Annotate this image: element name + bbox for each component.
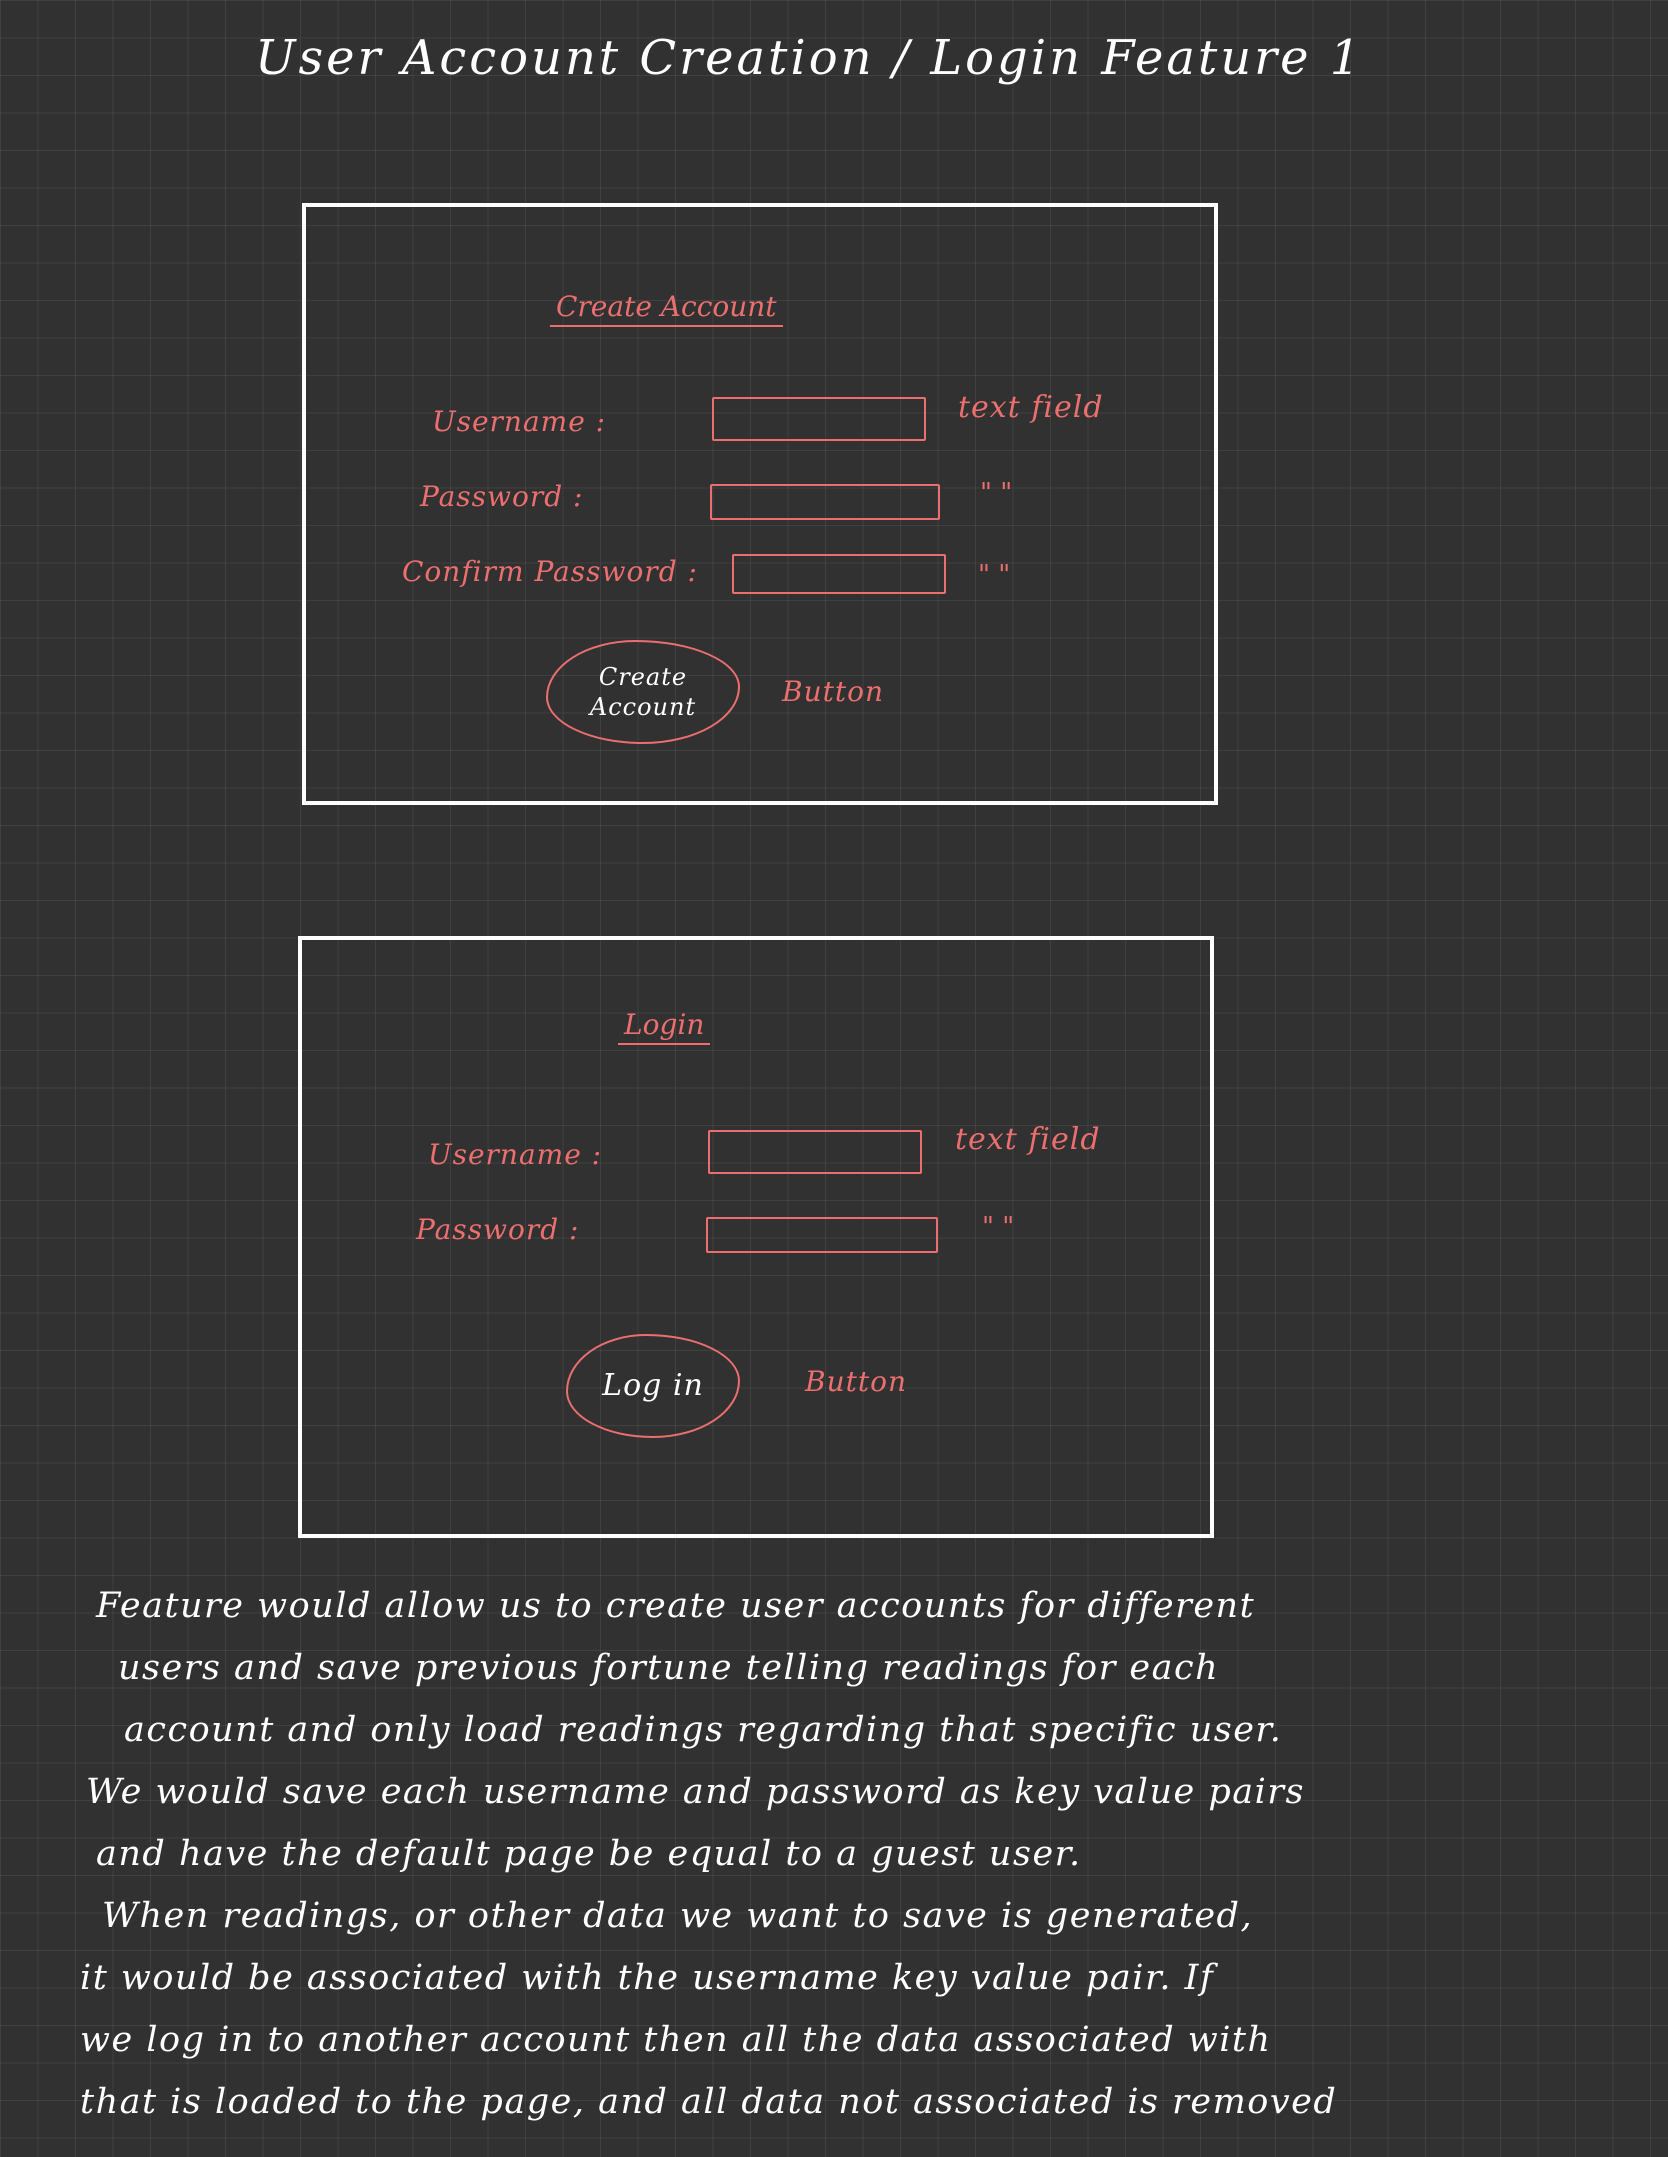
description-line: We would save each username and password… <box>86 1772 1305 1812</box>
create-password-field[interactable] <box>710 484 940 520</box>
login-password-note: " " <box>982 1212 1015 1242</box>
feature-description: Feature would allow us to create user ac… <box>80 1575 1600 2133</box>
description-line: and have the default page be equal to a … <box>96 1834 1082 1874</box>
confirm-password-label: Confirm Password : <box>402 555 698 588</box>
confirm-password-note: " " <box>978 560 1011 590</box>
login-frame <box>298 936 1214 1538</box>
create-account-heading: Create Account <box>550 290 783 327</box>
confirm-password-field[interactable] <box>732 554 946 594</box>
create-account-button-label: Create Account <box>589 663 697 721</box>
create-username-field[interactable] <box>712 397 926 441</box>
create-account-button[interactable]: Create Account <box>546 640 740 744</box>
login-username-label: Username : <box>428 1138 603 1171</box>
description-line: account and only load readings regarding… <box>124 1710 1283 1750</box>
login-button[interactable]: Log in <box>566 1334 740 1438</box>
description-line: that is loaded to the page, and all data… <box>80 2082 1338 2122</box>
login-username-field[interactable] <box>708 1130 922 1174</box>
login-heading: Login <box>618 1008 711 1045</box>
login-password-field[interactable] <box>706 1217 938 1253</box>
description-line: Feature would allow us to create user ac… <box>96 1586 1256 1626</box>
description-line: When readings, or other data we want to … <box>102 1896 1254 1936</box>
login-username-note: text field <box>955 1122 1101 1157</box>
login-button-note: Button <box>805 1365 908 1398</box>
create-username-label: Username : <box>432 405 607 438</box>
login-password-label: Password : <box>416 1213 580 1246</box>
login-button-label: Log in <box>602 1368 704 1404</box>
page-title: User Account Creation / Login Feature 1 <box>255 30 1364 86</box>
create-account-frame <box>302 203 1218 805</box>
description-line: users and save previous fortune telling … <box>118 1648 1220 1688</box>
create-password-note: " " <box>980 478 1013 508</box>
description-line: we log in to another account then all th… <box>80 2020 1272 2060</box>
create-account-button-note: Button <box>782 675 885 708</box>
create-password-label: Password : <box>420 480 584 513</box>
description-line: it would be associated with the username… <box>80 1958 1215 1998</box>
create-username-note: text field <box>958 390 1104 425</box>
